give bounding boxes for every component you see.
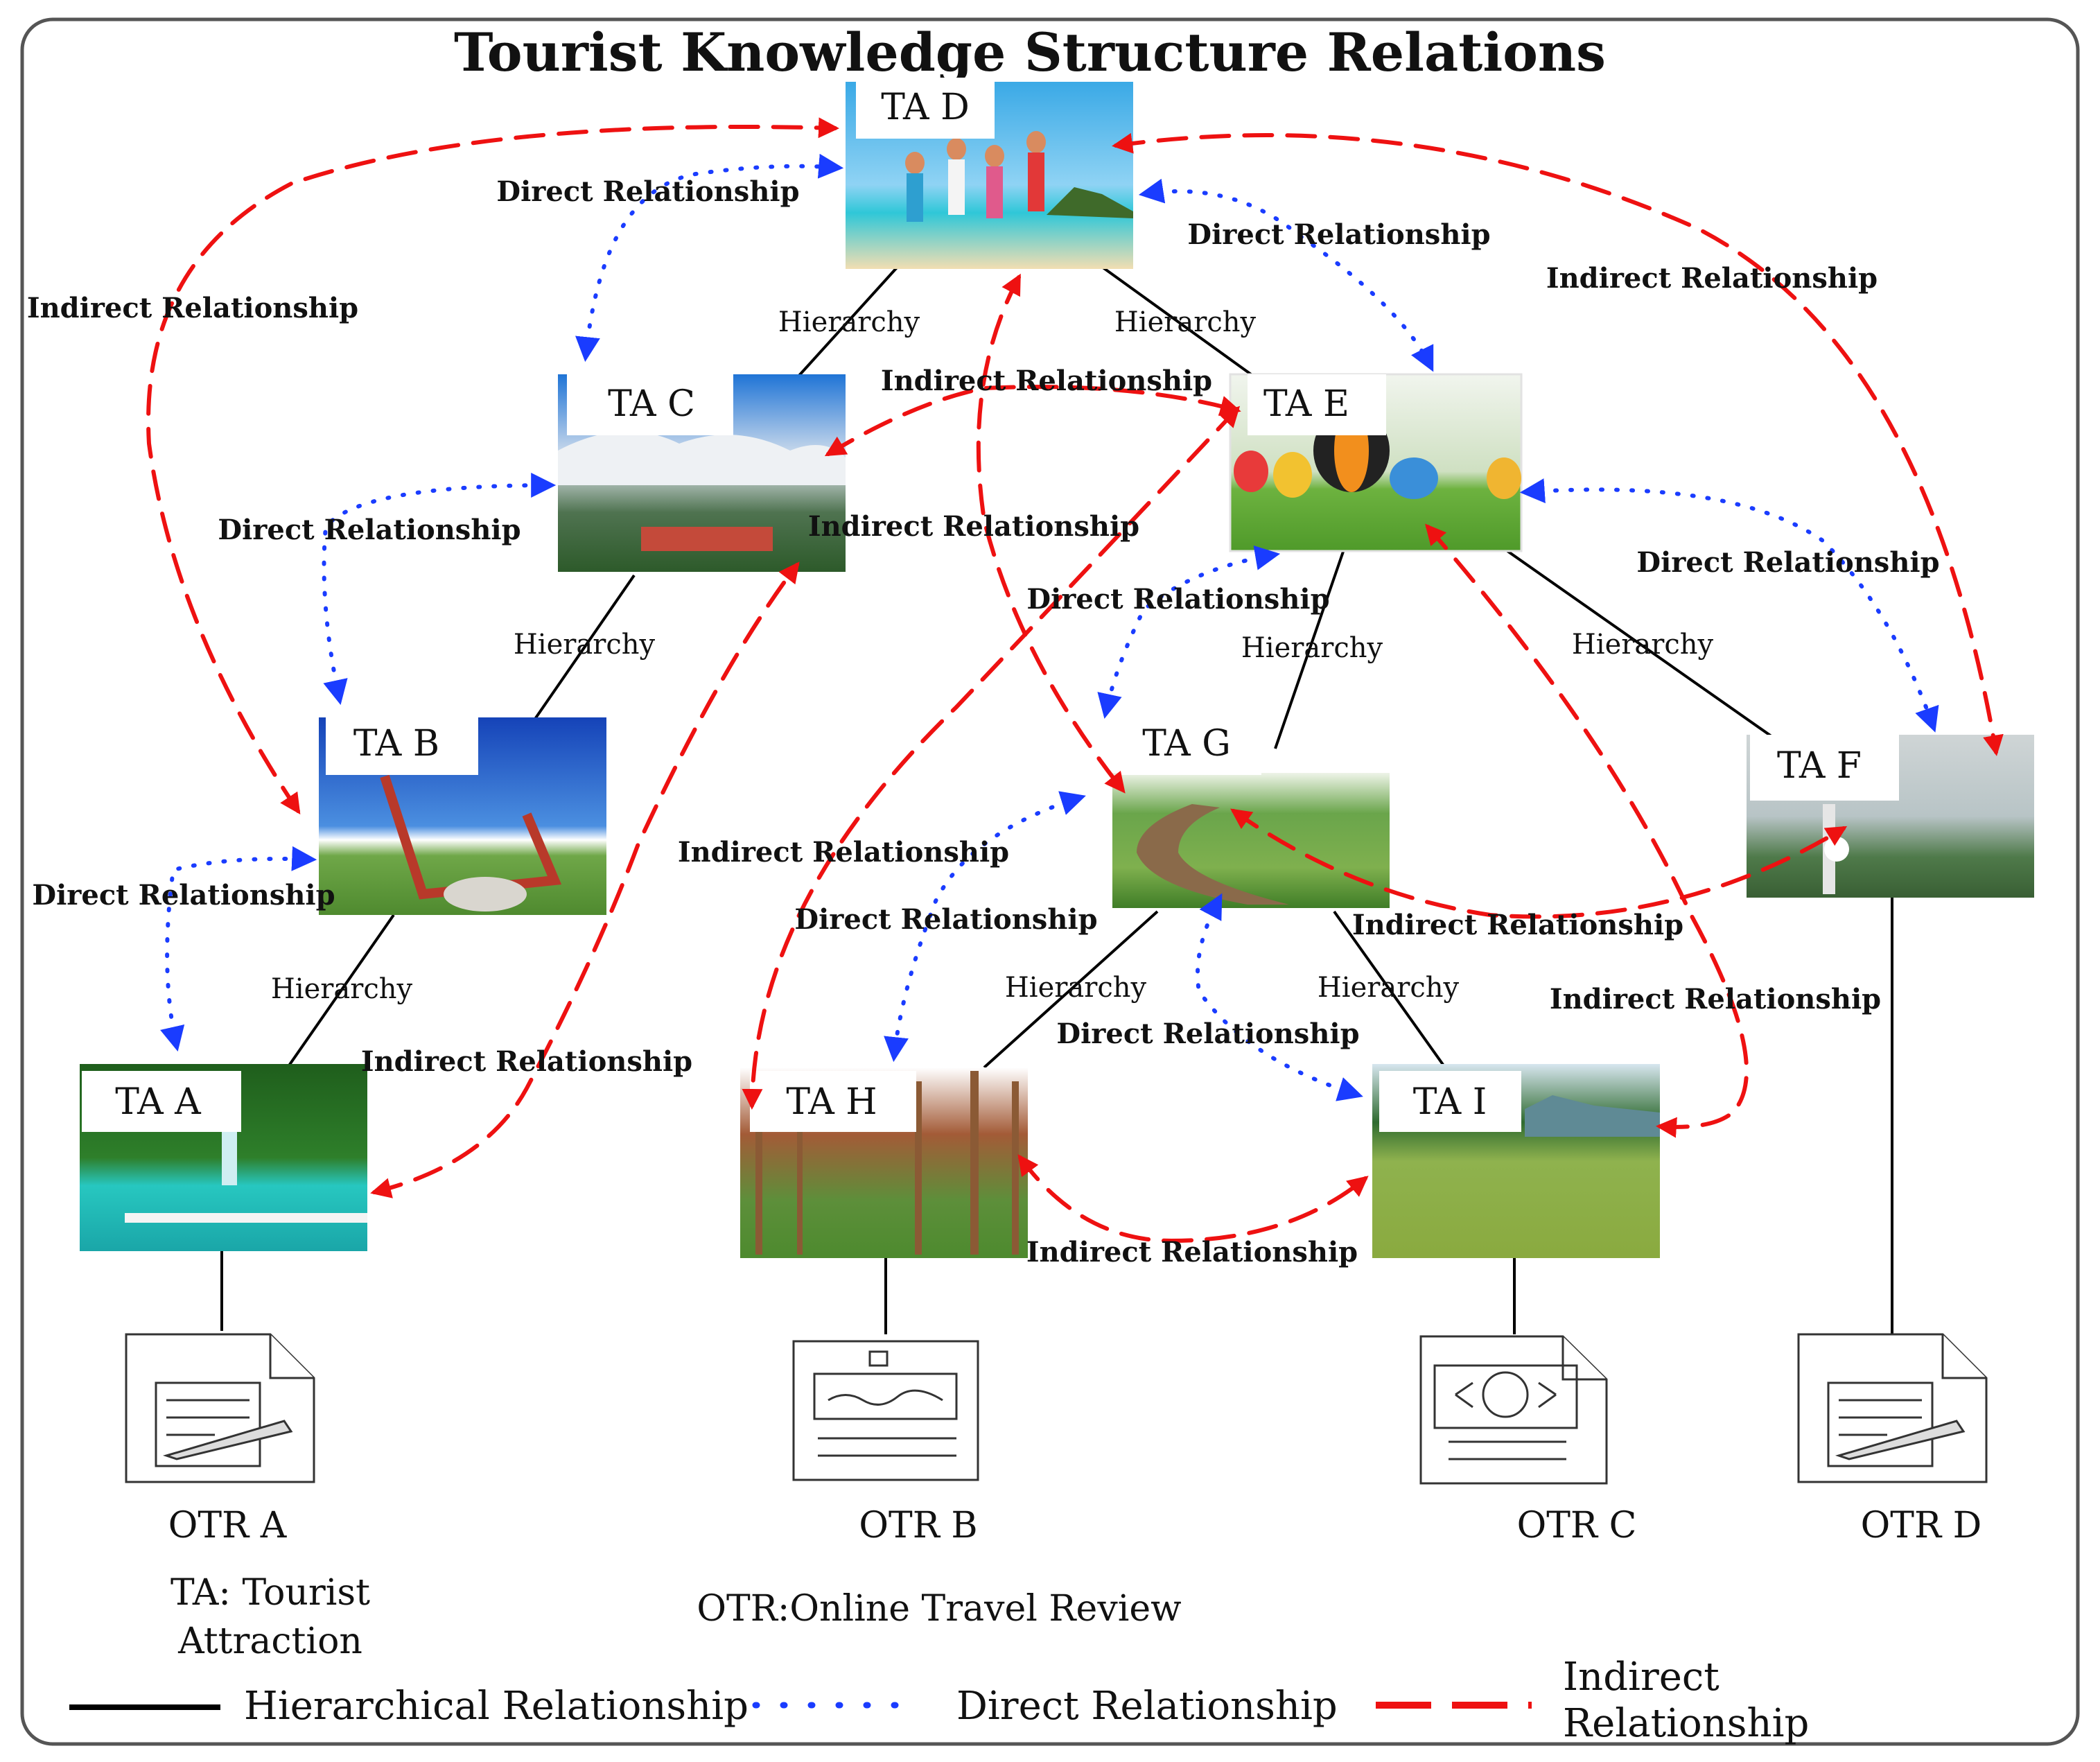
direct-label-g-i: Direct Relationship: [1056, 1018, 1359, 1050]
note-ta-line1: TA: Tourist: [170, 1572, 370, 1614]
indirect-arrow-h-i: [1017, 1154, 1369, 1244]
indirect-arrow-b-d: [146, 117, 839, 814]
hierarchy-label-d-e: Hierarchy: [1114, 306, 1257, 338]
otr-b-document-icon: [792, 1340, 979, 1481]
otr-a-label: OTR A: [168, 1505, 288, 1546]
hierarchy-label-b-a: Hierarchy: [271, 973, 413, 1005]
diagram-title: Tourist Knowledge Structure Relations: [454, 21, 1606, 83]
ta-c-label: TA C: [608, 383, 695, 425]
direct-label-c-d: Direct Relationship: [496, 175, 799, 208]
node-ta-d[interactable]: TA D: [846, 78, 1133, 269]
legend-direct-label: Direct Relationship: [956, 1684, 1338, 1729]
hierarchy-label-e-f: Hierarchy: [1572, 629, 1714, 661]
indirect-label-g-f: Indirect Relationship: [1352, 909, 1683, 941]
otr-c-label: OTR C: [1517, 1505, 1637, 1546]
ta-a-label: TA A: [115, 1081, 202, 1123]
ta-a-waterfall: [222, 1130, 237, 1185]
node-ta-c[interactable]: TA C: [558, 374, 846, 572]
ta-f-sun: [1824, 837, 1849, 862]
direct-label-d-e: Direct Relationship: [1187, 218, 1490, 251]
node-ta-e[interactable]: TA E: [1229, 373, 1523, 552]
ta-b-label: TA B: [353, 723, 439, 765]
ta-d-label: TA D: [881, 87, 970, 128]
ta-g-label: TA G: [1142, 723, 1230, 765]
outer-frame: [20, 17, 2080, 1746]
direct-label-e-f: Direct Relationship: [1636, 546, 1939, 579]
ta-c-building: [641, 527, 773, 551]
legend: Hierarchical Relationship Direct Relatio…: [69, 1655, 1809, 1746]
indirect-arrow-e-h: [742, 405, 1241, 1110]
indirect-arrow-a-c: [370, 561, 800, 1198]
otr-a-document-icon: [125, 1333, 315, 1483]
indirect-label-h-i: Indirect Relationship: [1026, 1236, 1358, 1268]
ta-a-walkway: [125, 1213, 367, 1223]
direct-label-b-c: Direct Relationship: [218, 514, 520, 546]
otr-d-document-icon: [1797, 1333, 1988, 1483]
indirect-arrow-e-i: [1425, 523, 1749, 1138]
indirect-label-a-c: Indirect Relationship: [361, 1045, 692, 1078]
hierarchy-label-g-h: Hierarchy: [1005, 972, 1147, 1004]
hierarchy-labels: Hierarchy Hierarchy Hierarchy Hierarchy …: [271, 306, 1714, 1005]
direct-label-e-g: Direct Relationship: [1026, 583, 1329, 616]
indirect-label-d-f: Indirect Relationship: [1546, 262, 1878, 295]
node-ta-i[interactable]: TA I: [1372, 1064, 1660, 1258]
node-ta-f[interactable]: TA F: [1747, 735, 2034, 898]
ta-d-island: [1047, 187, 1133, 218]
indirect-label-e-i: Indirect Relationship: [1550, 983, 1881, 1015]
direct-labels: Direct Relationship Direct Relationship …: [32, 175, 1939, 1050]
ta-f-label: TA F: [1777, 745, 1862, 787]
legend-indirect-label-line1: Indirect: [1563, 1655, 1720, 1700]
indirect-lines: [146, 117, 2004, 1244]
indirect-arrow-g-f: [1230, 808, 1848, 919]
hierarchy-label-d-c: Hierarchy: [778, 306, 920, 338]
indirect-label-d-g: Indirect Relationship: [808, 510, 1139, 543]
ta-a-label-box: [82, 1071, 241, 1132]
otr-d-label: OTR D: [1861, 1505, 1982, 1546]
node-ta-b[interactable]: TA B: [319, 714, 606, 915]
indirect-label-b-d: Indirect Relationship: [27, 292, 358, 324]
hierarchy-label-g-i: Hierarchy: [1318, 972, 1460, 1004]
ta-i-label: TA I: [1413, 1081, 1487, 1123]
legend-hierarchy-label: Hierarchical Relationship: [244, 1684, 749, 1729]
note-ta-line2: Attraction: [177, 1621, 362, 1662]
ta-b-rocks: [444, 877, 527, 911]
ta-e-label: TA E: [1263, 383, 1349, 425]
indirect-arrow-d-f: [1112, 132, 2004, 756]
direct-label-g-h: Direct Relationship: [794, 903, 1097, 936]
indirect-labels: Indirect Relationship Indirect Relations…: [27, 262, 1881, 1268]
ta-d-label-box: [856, 78, 995, 139]
hierarchy-label-e-g: Hierarchy: [1241, 632, 1383, 664]
indirect-label-c-e: Indirect Relationship: [881, 365, 1212, 397]
note-otr: OTR:Online Travel Review: [697, 1588, 1181, 1630]
node-ta-g[interactable]: TA G: [1112, 714, 1390, 908]
hierarchy-label-c-b: Hierarchy: [514, 629, 656, 661]
node-ta-h[interactable]: TA H: [740, 1067, 1028, 1258]
direct-arrow-e-f: [1519, 478, 1939, 733]
node-ta-a[interactable]: TA A: [80, 1064, 367, 1251]
ta-d-people: [905, 131, 1046, 222]
legend-indirect-label-line2: Relationship: [1563, 1701, 1809, 1746]
direct-label-a-b: Direct Relationship: [32, 879, 335, 911]
otr-c-document-icon: [1419, 1335, 1608, 1485]
direct-arrow-a-b: [160, 846, 317, 1052]
otr-b-label: OTR B: [859, 1505, 977, 1546]
ta-h-label: TA H: [786, 1081, 877, 1123]
indirect-label-e-h: Indirect Relationship: [678, 836, 1009, 869]
